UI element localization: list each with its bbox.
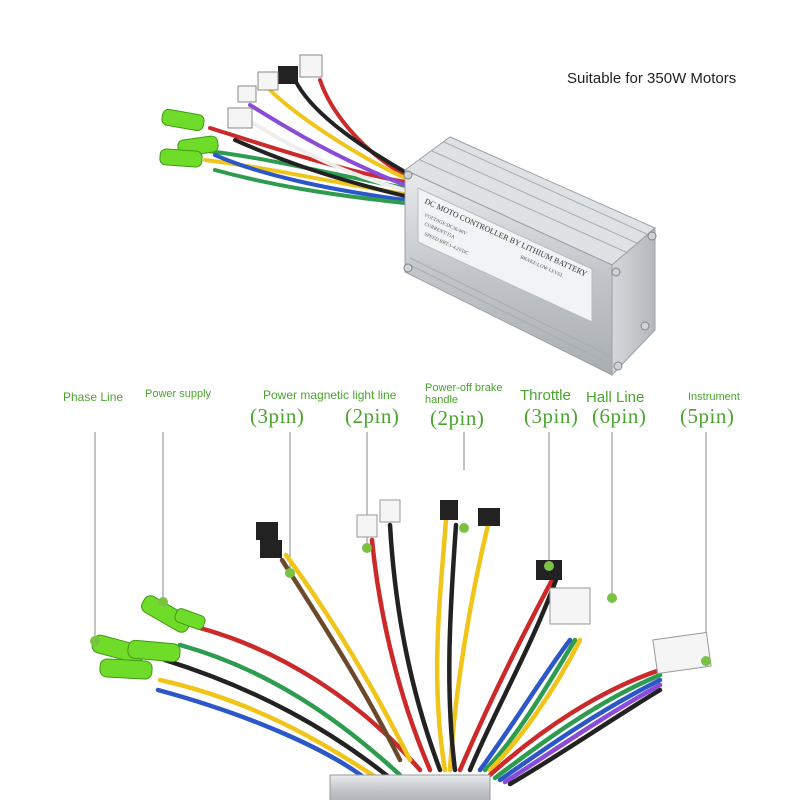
connector-light-2pin-a <box>356 514 378 538</box>
label-hall-line-text: Hall Line <box>586 389 645 406</box>
label-instrument: Instrument <box>688 391 740 403</box>
wire-bundle-top <box>198 78 407 205</box>
connector-hall <box>549 587 591 625</box>
label-hall-pins-text: (6pin) <box>592 404 647 428</box>
label-phase-line: Phase Line <box>63 390 123 404</box>
label-hall-pins: (6pin) <box>592 404 646 429</box>
connector-light-3pin-b <box>260 540 282 558</box>
controller-box: DC MOTO CONTROLLER BY LITHIUM BATTERY VO… <box>403 136 657 377</box>
label-light-2pin-text: (2pin) <box>345 404 400 428</box>
label-light-line-text: Power magnetic light line <box>263 388 397 402</box>
label-brake-pins: (2pin) <box>430 406 484 431</box>
label-throttle: Throttle <box>520 387 571 404</box>
marker-dots <box>90 523 711 666</box>
connector-white-top-1 <box>299 54 323 78</box>
connector-light-3pin-a <box>256 522 278 540</box>
label-throttle-text: Throttle <box>520 387 571 404</box>
label-brake-pins-text: (2pin) <box>430 406 485 430</box>
phase-connectors-bottom <box>91 595 206 680</box>
label-phase-line-text: Phase Line <box>63 390 124 404</box>
connector-hall-top <box>227 107 253 129</box>
product-caption: Suitable for 350W Motors <box>567 70 737 87</box>
guide-lines <box>94 432 707 660</box>
label-instrument-text: Instrument <box>688 391 740 403</box>
connector-brake-b <box>478 508 500 526</box>
phase-connectors-top <box>159 108 219 168</box>
controller-box-bottom <box>329 774 491 800</box>
connector-black-top <box>278 66 298 84</box>
label-power-supply-text: Power supply <box>145 388 212 400</box>
label-brake: Power-off brake handle <box>425 382 515 406</box>
connector-light-2pin-b <box>379 499 401 523</box>
label-power-supply: Power supply <box>145 388 211 400</box>
connectors-bottom <box>91 499 712 800</box>
screws <box>403 170 657 371</box>
heat-fins <box>409 141 650 365</box>
label-throttle-pins: (3pin) <box>524 404 578 429</box>
connector-instrument <box>652 631 712 675</box>
label-instrument-pins-text: (5pin) <box>680 404 735 428</box>
label-light-3pin-text: (3pin) <box>250 404 305 428</box>
connector-brake-a <box>440 500 458 520</box>
controller-label <box>417 187 593 323</box>
label-brake-text: Power-off brake handle <box>425 382 503 406</box>
label-light-2pin: (2pin) <box>345 404 399 429</box>
label-throttle-pins-text: (3pin) <box>524 404 579 428</box>
label-instrument-pins: (5pin) <box>680 404 734 429</box>
label-light-line: Power magnetic light line <box>263 388 396 402</box>
connector-white-top-3 <box>237 85 257 103</box>
connector-white-top-2 <box>257 71 279 91</box>
label-light-3pin: (3pin) <box>250 404 304 429</box>
label-hall-line: Hall Line <box>586 389 644 406</box>
wire-bundle-bottom <box>153 517 663 787</box>
controller-photo: DC MOTO CONTROLLER BY LITHIUM BATTERY VO… <box>159 54 657 377</box>
